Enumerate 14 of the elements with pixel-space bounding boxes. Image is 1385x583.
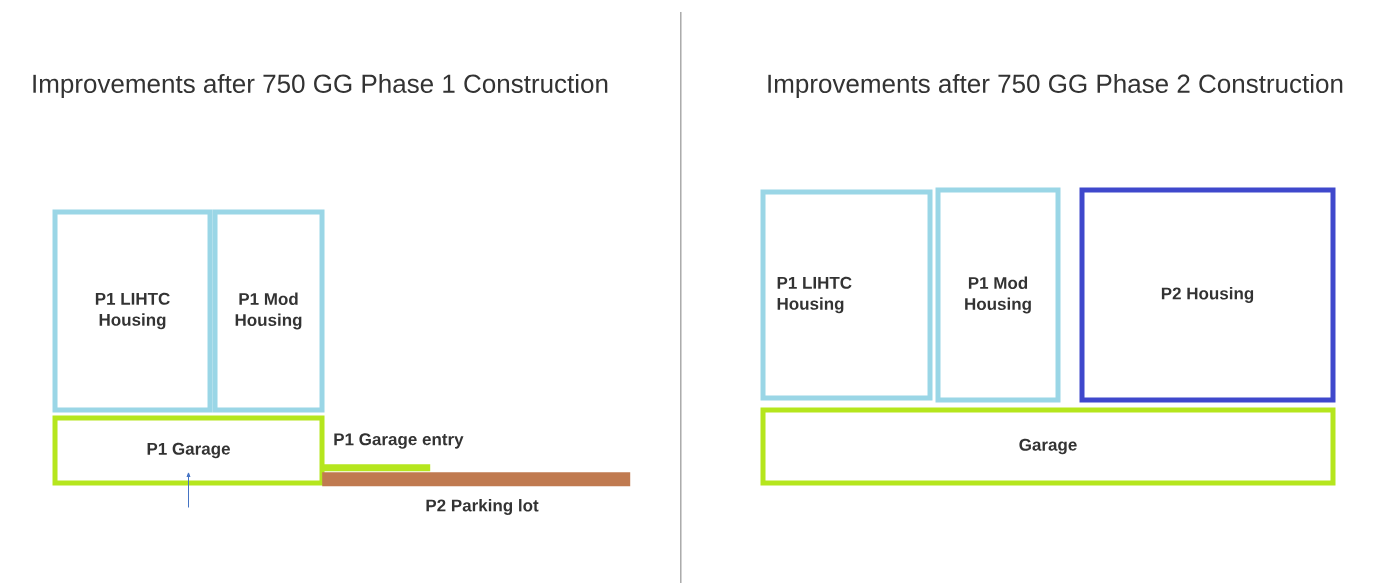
garage-box: P1 Garage (52, 415, 325, 486)
node-label: P1 Garage entry (334, 433, 464, 449)
building-box: P1 Mod Housing (212, 209, 325, 413)
node-label: P2 Parking lot (426, 499, 539, 515)
building-box: P2 Housing (1079, 187, 1336, 403)
garage-box: Garage (760, 407, 1336, 486)
entry-bar: P1 Garage entry (322, 433, 464, 472)
building-box: P1 Mod Housing (935, 187, 1061, 403)
building-box: P1 LIHTC Housing (52, 209, 213, 413)
arrow (186, 472, 191, 508)
building-box: P1 LIHTC Housing (760, 189, 933, 401)
heading: Improvements after 750 GG Phase 2 Construction (768, 73, 1343, 99)
heading: Improvements after 750 GG Phase 1 Construction (33, 73, 608, 99)
parking-lot-bar: P2 Parking lot (322, 472, 631, 515)
